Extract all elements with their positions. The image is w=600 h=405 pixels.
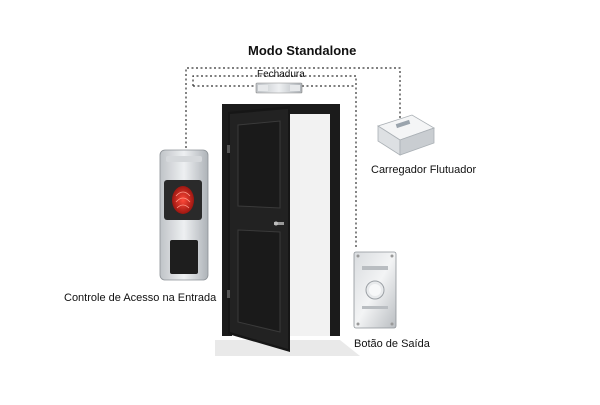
reader-label: Controle de Acesso na Entrada (64, 292, 217, 304)
diagram-title: Modo Standalone (248, 43, 357, 58)
door-handle (274, 222, 284, 225)
wire-reader-to-bus (185, 67, 401, 148)
access-reader-device (159, 149, 209, 281)
wire-lock-to-bus (192, 75, 357, 248)
charger-label: Carregador Flutuador (371, 164, 477, 176)
fingerprint-sensor (172, 186, 194, 214)
charger-device (377, 114, 435, 156)
lock-label: Fechadura (257, 69, 305, 80)
door (215, 104, 360, 356)
lock-device (255, 82, 303, 94)
card-pad (170, 240, 198, 274)
door-panel-top (237, 120, 281, 209)
wiring (185, 67, 401, 248)
exit-button-label: Botão de Saída (354, 338, 430, 350)
door-panel-bottom (237, 229, 281, 333)
exit-button-device (353, 251, 397, 329)
